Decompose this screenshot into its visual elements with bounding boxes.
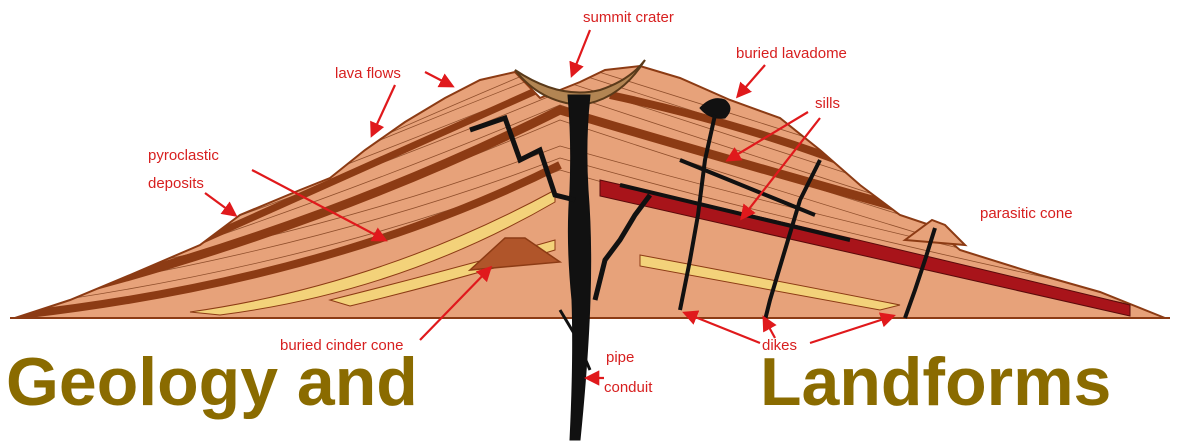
title-left: Geology and [6,344,418,420]
arrow-lavadome [738,65,765,96]
label-conduit: conduit [604,379,653,396]
label-pipe: pipe [606,349,634,366]
arrow-summit-crater [572,30,590,75]
arrow-pyroclastic-1 [205,193,235,215]
label-sills: sills [815,95,840,112]
arrow-lava-flows-1 [372,85,395,135]
title-right: Landforms [760,344,1111,420]
label-lava-flows: lava flows [335,65,401,82]
arrow-dikes-2 [764,318,775,338]
label-deposits: deposits [148,175,204,192]
label-buried-lavadome: buried lavadome [736,45,847,62]
label-summit-crater: summit crater [583,9,674,26]
arrow-dikes-3 [810,316,893,343]
page-title: Geology and Landforms [6,344,1111,420]
arrow-lava-flows-2 [425,72,452,86]
main-conduit [568,95,591,440]
label-pyroclastic: pyroclastic [148,147,219,164]
label-parasitic-cone: parasitic cone [980,205,1073,222]
